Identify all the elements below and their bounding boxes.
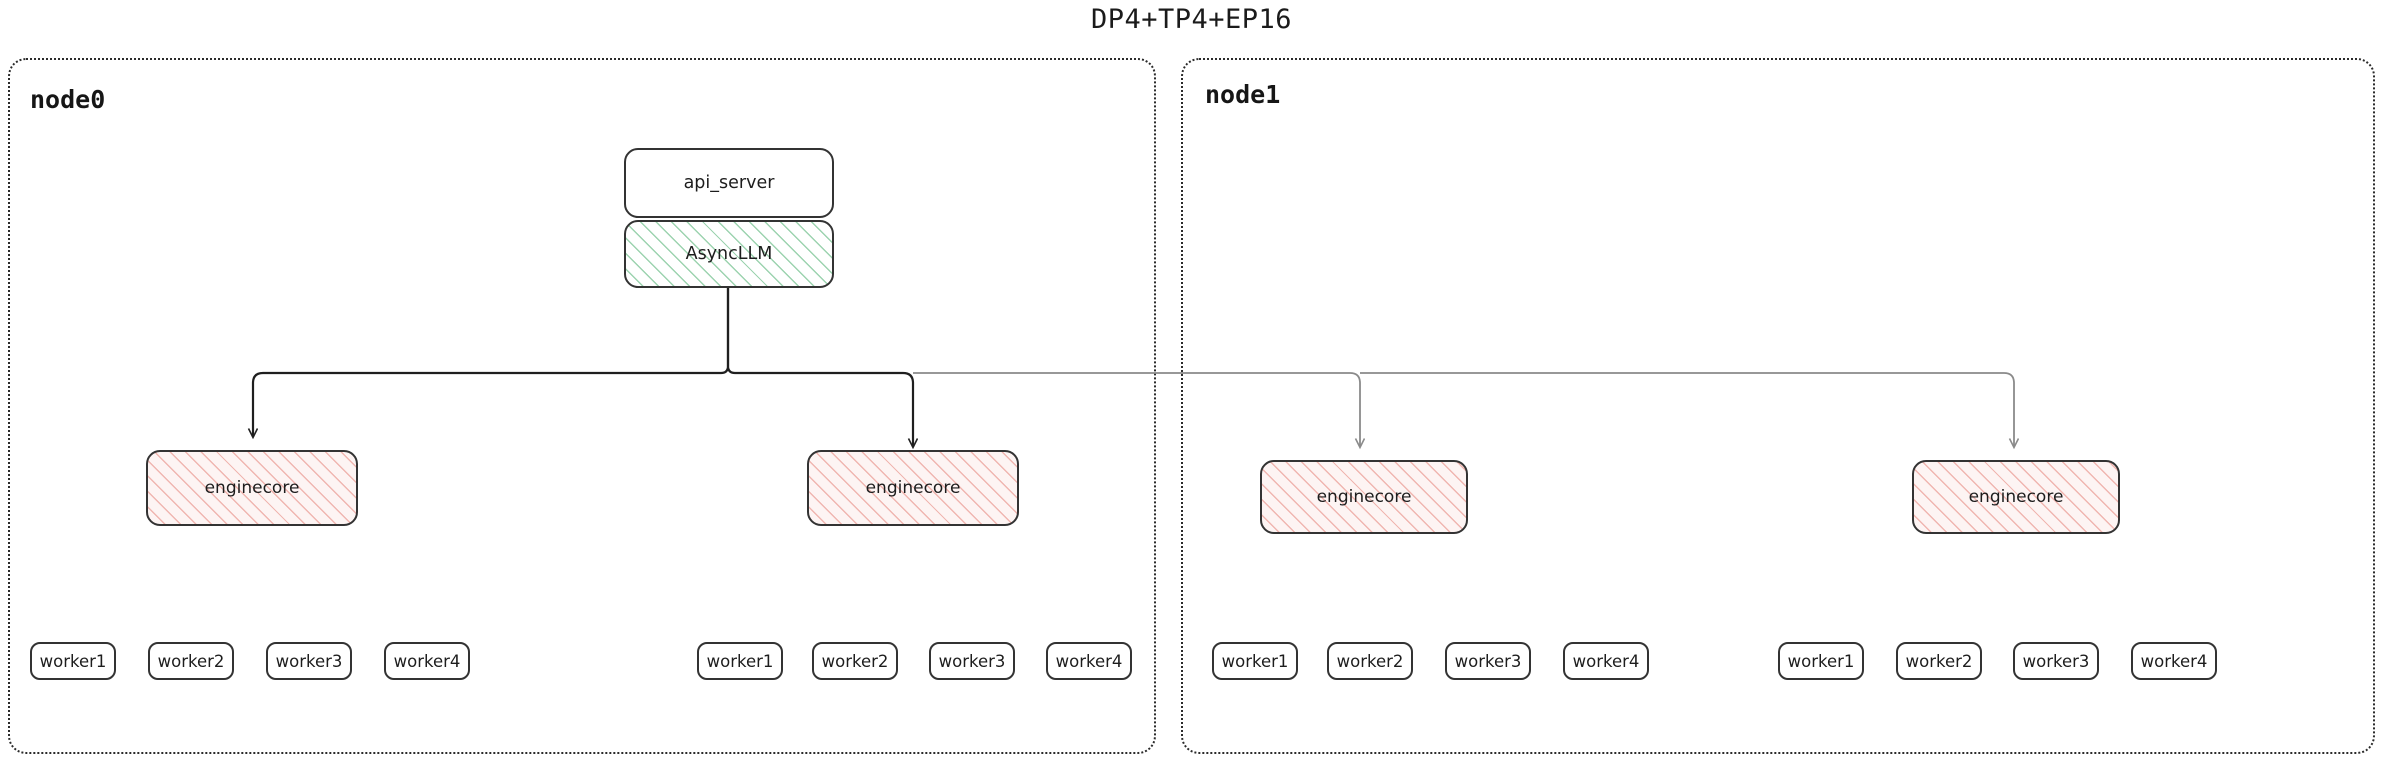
node-label-node0: node0	[30, 85, 106, 114]
worker-box-node1-1-1[interactable]: worker2	[1896, 642, 1982, 680]
worker-box-node1-1-2[interactable]: worker3	[2013, 642, 2099, 680]
node-label-node1: node1	[1205, 80, 1281, 109]
worker-box-node0-0-3[interactable]: worker4	[384, 642, 470, 680]
worker-box-node0-1-0[interactable]: worker1	[697, 642, 783, 680]
worker-box-node0-1-2[interactable]: worker3	[929, 642, 1015, 680]
enginecore-box-node1-1[interactable]: enginecore	[1912, 460, 2120, 534]
worker-box-node0-1-1[interactable]: worker2	[812, 642, 898, 680]
worker-box-node1-0-1[interactable]: worker2	[1327, 642, 1413, 680]
enginecore-box-node0-0[interactable]: enginecore	[146, 450, 358, 526]
worker-box-node1-0-0[interactable]: worker1	[1212, 642, 1298, 680]
worker-box-node1-0-2[interactable]: worker3	[1445, 642, 1531, 680]
enginecore-box-node1-0[interactable]: enginecore	[1260, 460, 1468, 534]
worker-box-node0-0-1[interactable]: worker2	[148, 642, 234, 680]
worker-box-node0-0-2[interactable]: worker3	[266, 642, 352, 680]
worker-box-node1-0-3[interactable]: worker4	[1563, 642, 1649, 680]
api-server-box[interactable]: api_server	[624, 148, 834, 218]
worker-box-node0-0-0[interactable]: worker1	[30, 642, 116, 680]
worker-box-node1-1-0[interactable]: worker1	[1778, 642, 1864, 680]
enginecore-box-node0-1[interactable]: enginecore	[807, 450, 1019, 526]
async-llm-box[interactable]: AsyncLLM	[624, 220, 834, 288]
worker-box-node0-1-3[interactable]: worker4	[1046, 642, 1132, 680]
diagram-title: DP4+TP4+EP16	[1090, 4, 1293, 35]
worker-box-node1-1-3[interactable]: worker4	[2131, 642, 2217, 680]
